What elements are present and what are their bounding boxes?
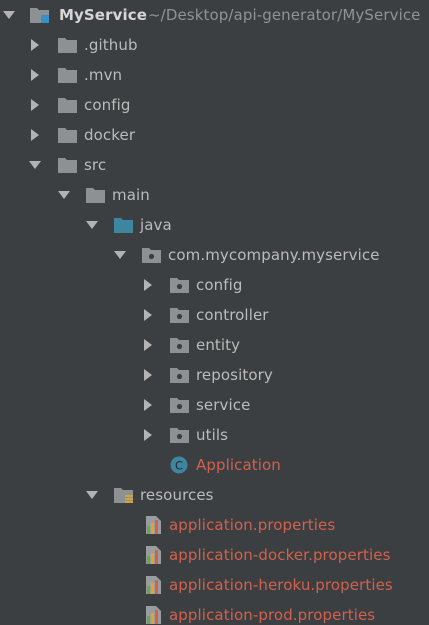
package-label: service [196,396,251,414]
triangle-right-icon[interactable] [141,398,155,412]
package-label: entity [196,336,241,354]
tree-row-config[interactable]: config [0,90,429,120]
tree-row-pkg-utils[interactable]: utils [0,420,429,450]
package-icon [169,305,191,325]
source-root-folder-icon [113,215,135,235]
triangle-down-icon[interactable] [85,218,99,232]
tree-row-application[interactable]: C Application [0,450,429,480]
file-label: application-heroku.properties [169,576,393,594]
tree-row-file[interactable]: application-heroku.properties [0,570,429,600]
tree-row-docker[interactable]: docker [0,120,429,150]
tree-row-package[interactable]: com.mycompany.myservice [0,240,429,270]
file-label: application-docker.properties [169,546,391,564]
properties-file-icon [143,605,165,625]
properties-file-icon [143,515,165,535]
folder-icon [57,125,79,145]
triangle-down-icon[interactable] [28,158,42,172]
package-label: repository [196,366,273,384]
class-c-icon: C [169,455,189,475]
tree-row-mvn[interactable]: .mvn [0,60,429,90]
package-icon [169,275,191,295]
resources-folder-icon [113,485,135,505]
project-path: ~/Desktop/api-generator/MyService [148,6,421,24]
tree-row-java[interactable]: java [0,210,429,240]
tree-row-pkg-controller[interactable]: controller [0,300,429,330]
folder-icon [57,155,79,175]
triangle-down-icon[interactable] [113,248,127,262]
properties-file-icon [143,575,165,595]
tree-row-file[interactable]: application-prod.properties [0,600,429,625]
tree-row-pkg-config[interactable]: config [0,270,429,300]
package-label: config [196,276,243,294]
tree-row-main[interactable]: main [0,180,429,210]
triangle-down-icon[interactable] [2,8,16,22]
triangle-right-icon[interactable] [28,68,42,82]
folder-label: resources [140,486,214,504]
tree-row-file[interactable]: application.properties [0,510,429,540]
folder-icon [85,185,107,205]
triangle-right-icon[interactable] [28,128,42,142]
triangle-right-icon[interactable] [28,38,42,52]
tree-row-pkg-service[interactable]: service [0,390,429,420]
triangle-down-icon[interactable] [85,488,99,502]
tree-row-file[interactable]: application-docker.properties [0,540,429,570]
tree-row-github[interactable]: .github [0,30,429,60]
folder-label: main [112,186,150,204]
tree-row-pkg-entity[interactable]: entity [0,330,429,360]
triangle-right-icon[interactable] [141,338,155,352]
class-icon-letter: C [175,458,183,472]
folder-icon [57,35,79,55]
folder-label: java [140,216,172,234]
package-icon [141,245,163,265]
triangle-right-icon[interactable] [141,428,155,442]
package-label: utils [196,426,229,444]
tree-row-resources[interactable]: resources [0,480,429,510]
folder-icon [57,65,79,85]
package-icon [169,365,191,385]
folder-label: .github [84,36,138,54]
package-icon [169,425,191,445]
triangle-down-icon[interactable] [57,188,71,202]
triangle-right-icon[interactable] [141,308,155,322]
module-folder-icon [29,5,51,25]
package-label: controller [196,306,269,324]
folder-label: .mvn [84,66,123,84]
project-name: MyService [59,6,147,24]
file-label: application.properties [169,516,336,534]
tree-row-src[interactable]: src [0,150,429,180]
properties-file-icon [143,545,165,565]
tree-row-pkg-repository[interactable]: repository [0,360,429,390]
folder-label: config [84,96,131,114]
triangle-right-icon[interactable] [141,368,155,382]
file-label: application-prod.properties [169,606,376,624]
package-icon [169,395,191,415]
triangle-right-icon[interactable] [141,278,155,292]
package-icon [169,335,191,355]
class-label: Application [196,456,281,474]
folder-icon [57,95,79,115]
folder-label: docker [84,126,136,144]
triangle-right-icon[interactable] [28,98,42,112]
package-label: com.mycompany.myservice [168,246,380,264]
tree-row-myservice[interactable]: MyService ~/Desktop/api-generator/MyServ… [0,0,429,30]
folder-label: src [84,156,107,174]
